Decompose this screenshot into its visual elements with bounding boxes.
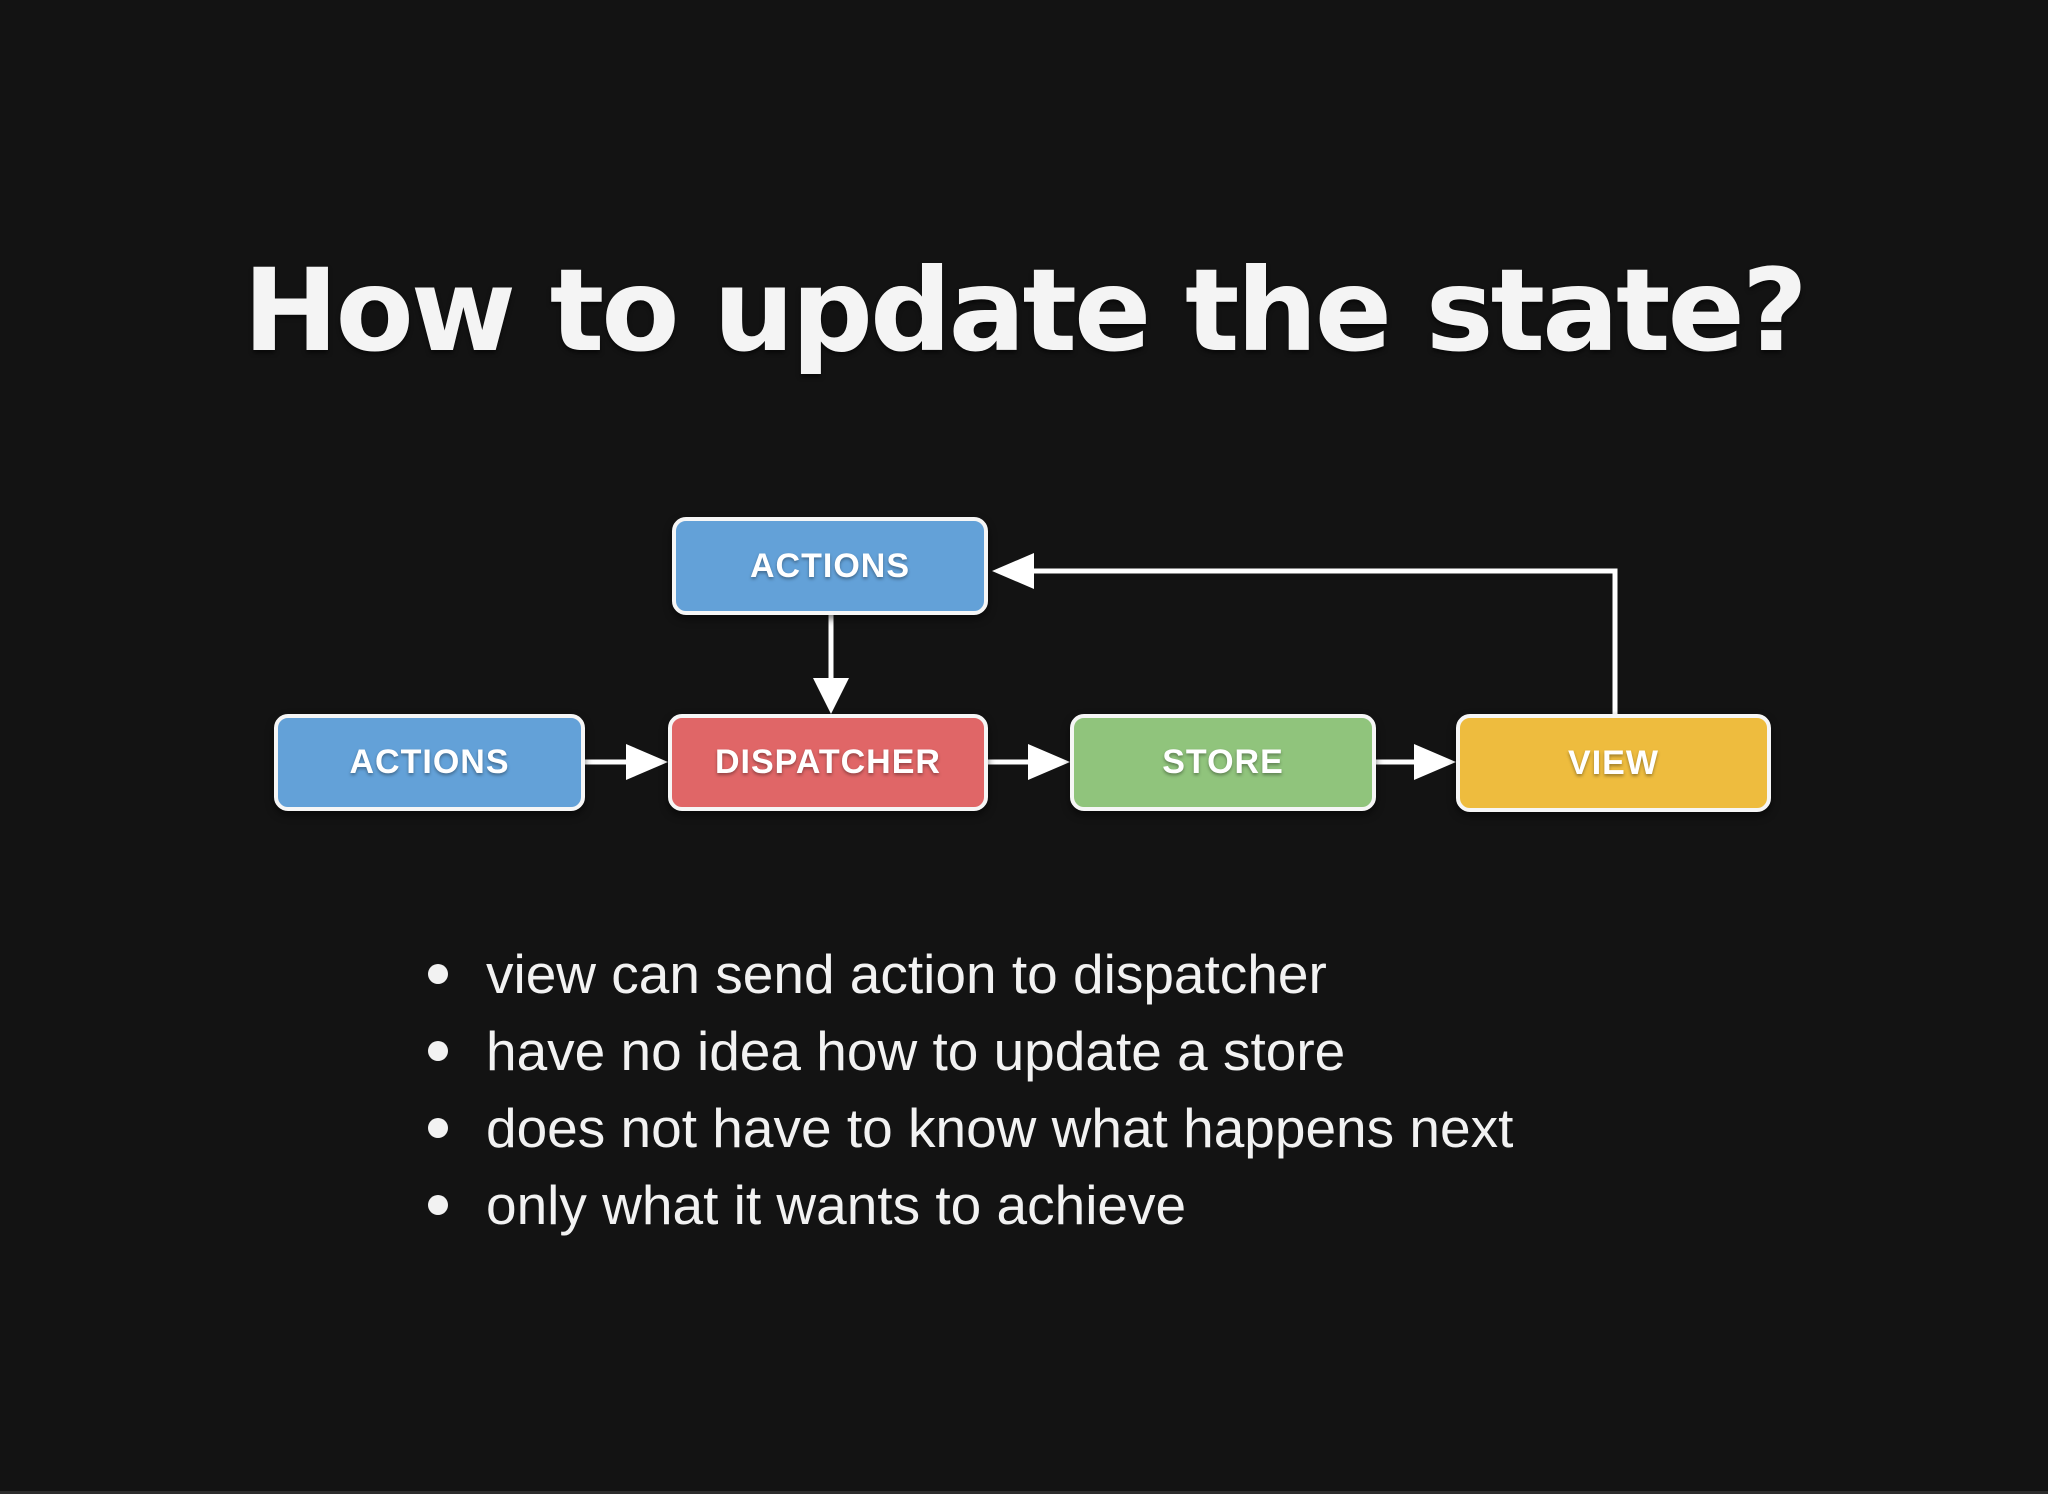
- node-dispatcher-label: DISPATCHER: [715, 743, 941, 781]
- node-store-label: STORE: [1162, 743, 1284, 781]
- bullet-dot-icon: [428, 963, 448, 984]
- node-view: VIEW: [1456, 714, 1771, 812]
- bullet-item: only what it wants to achieve: [428, 1166, 1513, 1243]
- bullet-text: have no idea how to update a store: [486, 1019, 1346, 1082]
- bullet-dot-icon: [428, 1117, 448, 1138]
- bullet-dot-icon: [428, 1194, 448, 1215]
- bullet-item: have no idea how to update a store: [428, 1012, 1513, 1089]
- node-view-label: VIEW: [1568, 743, 1659, 782]
- arrow-actions-top-to-dispatcher: [813, 613, 849, 714]
- arrow-actions-to-dispatcher: [585, 744, 668, 780]
- arrow-store-to-view: [1376, 744, 1456, 780]
- slide-bottom-edge: [0, 1491, 2048, 1494]
- arrow-view-to-actions-loop: [992, 553, 1618, 716]
- node-actions-top-label: ACTIONS: [750, 546, 910, 585]
- node-actions-left-label: ACTIONS: [349, 743, 510, 781]
- slide-title: How to update the state?: [243, 244, 1808, 377]
- bullet-list: view can send action to dispatcher have …: [428, 935, 1513, 1243]
- bullet-dot-icon: [428, 1040, 448, 1061]
- node-actions-left: ACTIONS: [274, 714, 585, 811]
- bullet-text: view can send action to dispatcher: [486, 942, 1327, 1005]
- bullet-text: only what it wants to achieve: [486, 1173, 1187, 1236]
- node-actions-top: ACTIONS: [672, 517, 988, 615]
- arrow-dispatcher-to-store: [988, 744, 1070, 780]
- node-store: STORE: [1070, 714, 1376, 811]
- node-dispatcher: DISPATCHER: [668, 714, 988, 811]
- bullet-item: view can send action to dispatcher: [428, 935, 1513, 1012]
- bullet-item: does not have to know what happens next: [428, 1089, 1513, 1166]
- bullet-text: does not have to know what happens next: [486, 1096, 1514, 1159]
